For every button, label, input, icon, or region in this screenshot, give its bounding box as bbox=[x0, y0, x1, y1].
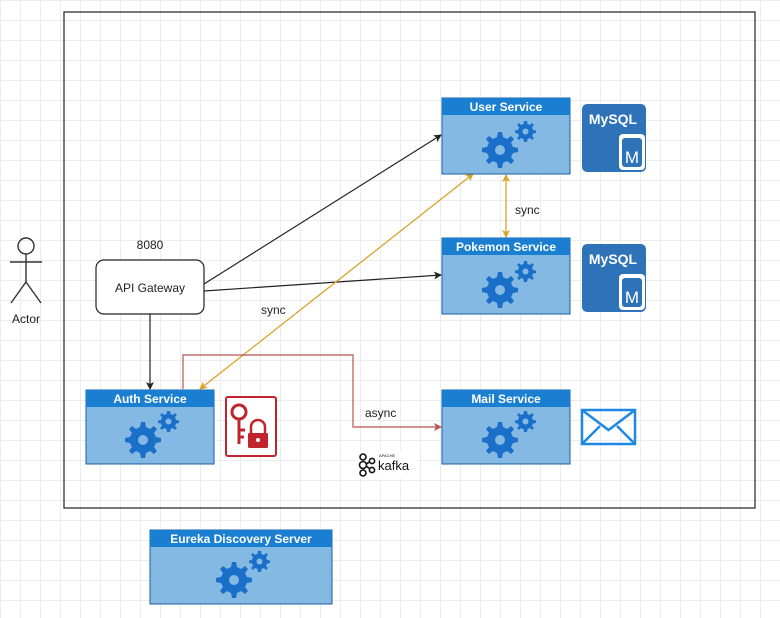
eureka-server-title: Eureka Discovery Server bbox=[170, 532, 312, 546]
person-icon bbox=[10, 237, 42, 304]
edge-auth-mail-async bbox=[182, 354, 442, 431]
kafka-small-text: APACHE bbox=[379, 453, 395, 458]
mail-service-title: Mail Service bbox=[471, 392, 541, 406]
actor[interactable]: Actor bbox=[10, 237, 42, 326]
kafka-logo: APACHE kafka bbox=[356, 451, 418, 479]
user-service-title: User Service bbox=[470, 100, 543, 114]
pokemon-service-node[interactable]: Pokemon Service bbox=[441, 237, 571, 315]
auth-service-node[interactable]: Auth Service bbox=[85, 389, 215, 465]
mysql-db-icon: MySQL M bbox=[582, 104, 646, 172]
actor-label: Actor bbox=[12, 312, 40, 326]
user-db-badge: M bbox=[625, 148, 639, 167]
mail-service-node[interactable]: Mail Service bbox=[441, 389, 571, 465]
mysql-db-icon: MySQL M bbox=[582, 244, 646, 312]
api-gateway-label: API Gateway bbox=[115, 281, 185, 295]
eureka-server-node[interactable]: Eureka Discovery Server bbox=[149, 529, 333, 605]
edge-user-pokemon-label: sync bbox=[515, 203, 540, 217]
edge-auth-user-sync bbox=[199, 173, 474, 390]
api-gateway-node[interactable]: API Gateway bbox=[95, 259, 205, 315]
pokemon-service-title: Pokemon Service bbox=[456, 240, 556, 254]
edge-gateway-to-pokemon bbox=[203, 271, 442, 292]
gateway-port-label: 8080 bbox=[137, 238, 164, 252]
user-service-node[interactable]: User Service bbox=[441, 97, 571, 175]
key-lock-icon bbox=[225, 396, 277, 457]
edge-auth-mail-label: async bbox=[365, 406, 396, 420]
system-boundary bbox=[63, 11, 756, 509]
auth-service-title: Auth Service bbox=[113, 392, 187, 406]
pokemon-db-label: MySQL bbox=[589, 251, 638, 267]
kafka-label: kafka bbox=[378, 458, 410, 473]
edge-gateway-to-user bbox=[203, 134, 442, 285]
user-db-label: MySQL bbox=[589, 111, 638, 127]
edge-auth-user-label: sync bbox=[261, 303, 286, 317]
mail-envelope-icon bbox=[580, 408, 637, 446]
pokemon-db-badge: M bbox=[625, 288, 639, 307]
